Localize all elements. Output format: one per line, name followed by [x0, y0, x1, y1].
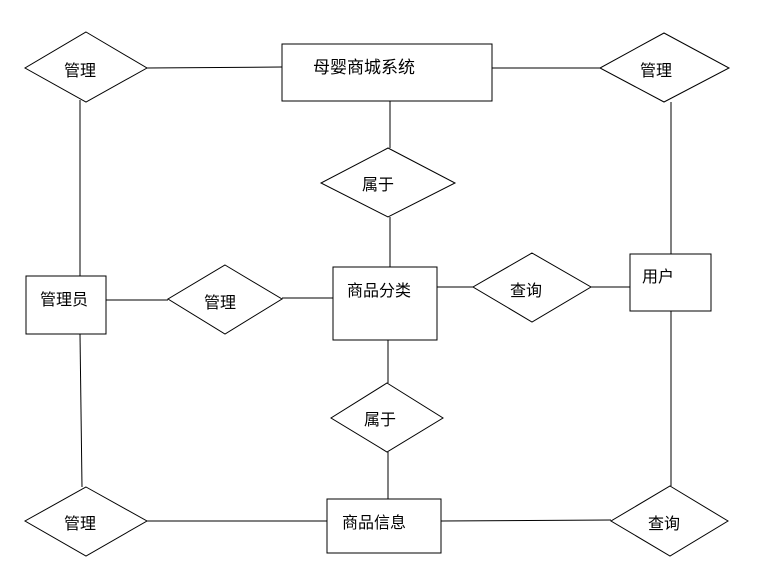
entity-product-label: 商品信息 [342, 513, 406, 532]
edge-manage-tl-to-system [146, 66, 283, 69]
entity-admin: 管理员 [25, 275, 107, 335]
entity-product: 商品信息 [326, 498, 442, 554]
relation-manage-mid-label: 管理 [204, 293, 236, 312]
relation-manage-top-right-label: 管理 [640, 61, 672, 80]
relation-manage-top-right: 管理 [598, 32, 731, 103]
entity-system: 母婴商城系统 [281, 43, 493, 102]
entity-system-label: 母婴商城系统 [313, 58, 415, 78]
entity-admin-label: 管理员 [40, 290, 88, 309]
entity-category-label: 商品分类 [347, 281, 411, 300]
relation-query-mid-label: 查询 [510, 281, 542, 300]
relation-belongs-top-label: 属于 [362, 175, 394, 194]
edge-product-to-query-br [440, 519, 612, 522]
edge-admin-to-manage-bl [79, 333, 83, 488]
relation-manage-top-left-label: 管理 [64, 61, 96, 80]
relation-manage-bottom-left: 管理 [23, 486, 149, 557]
relation-manage-bottom-left-label: 管理 [64, 514, 96, 533]
relation-query-bottom-right: 查询 [610, 485, 729, 557]
connector-lines [79, 66, 672, 522]
relation-manage-top-left: 管理 [23, 31, 149, 103]
entity-user-label: 用户 [642, 267, 674, 286]
relation-manage-mid: 管理 [167, 264, 283, 335]
entity-category: 商品分类 [332, 266, 438, 341]
relation-query-mid: 查询 [472, 252, 592, 323]
relation-belongs-bottom-label: 属于 [364, 410, 396, 429]
relation-belongs-bottom: 属于 [330, 382, 444, 453]
relation-belongs-top: 属于 [319, 147, 457, 218]
entity-user: 用户 [629, 253, 712, 312]
relation-query-bottom-right-label: 查询 [648, 514, 680, 533]
